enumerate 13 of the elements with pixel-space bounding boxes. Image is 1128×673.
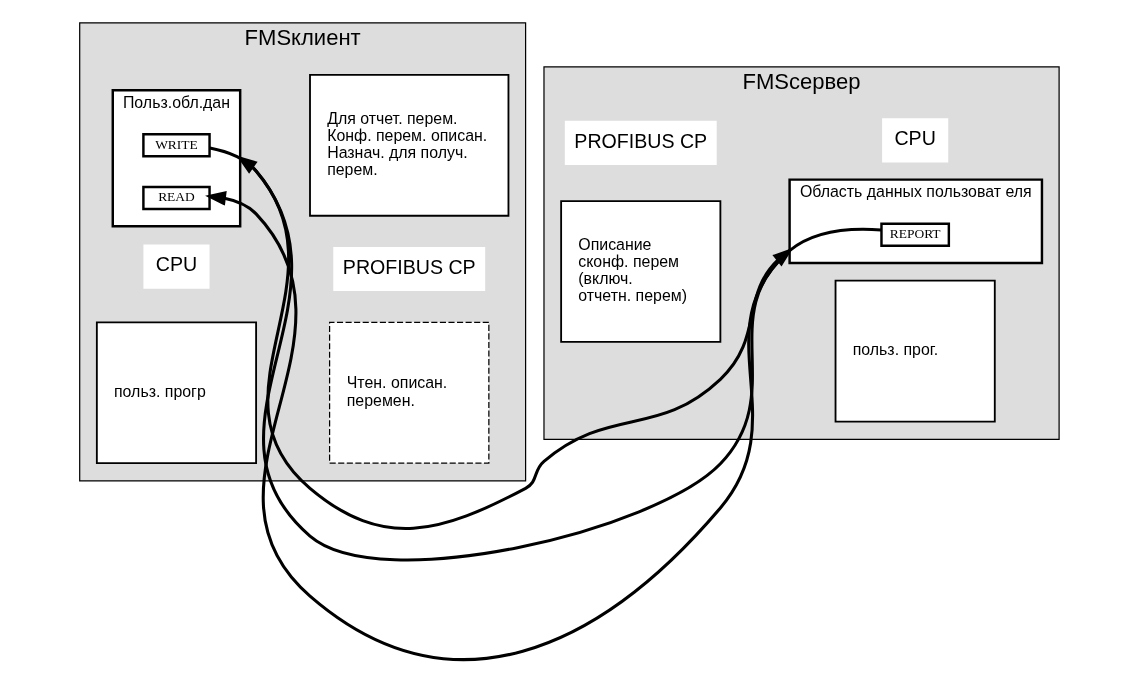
label: CPU — [893, 127, 936, 150]
node-box: Описание сконф. перем (включ. отчетн. перем) — [559, 200, 721, 343]
node-box: Чтен. описан. перемен. — [328, 321, 489, 464]
node-box: польз. прогр — [95, 321, 257, 465]
node-box: REPORT — [879, 222, 950, 247]
label: PROFIBUS CP — [342, 255, 476, 278]
label: PROFIBUS CP — [573, 129, 707, 152]
node-box: READ — [141, 185, 211, 211]
node-box: WRITE — [141, 133, 211, 158]
node-box: польз. прог. — [834, 279, 996, 423]
label: CPU — [155, 253, 197, 276]
arrow — [235, 155, 881, 562]
node-box: Для отчет. перем. Конф. перем. описан. Назнач. для получ. перем. — [308, 73, 509, 217]
